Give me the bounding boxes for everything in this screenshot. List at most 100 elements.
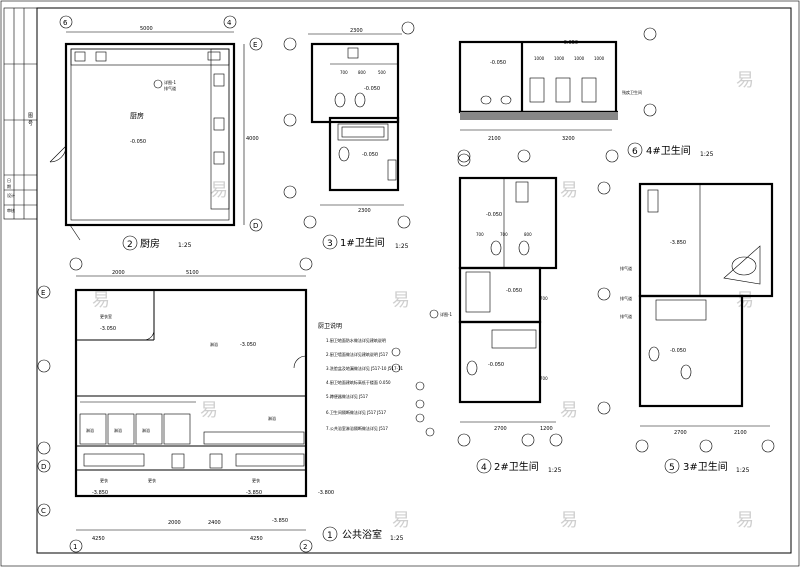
dimension-label: 800	[524, 232, 532, 237]
level-mark: -3.850	[92, 490, 108, 496]
dimension-label: 4000	[246, 136, 259, 142]
level-mark: -0.050	[486, 212, 502, 218]
dimension-label: 2000	[168, 520, 181, 526]
dimension-label: 2700	[494, 426, 507, 432]
dimension-label: 4250	[250, 536, 263, 542]
watermark: 易	[560, 400, 578, 421]
level-mark: -0.050	[562, 40, 578, 46]
level-mark: -0.050	[490, 60, 506, 66]
title-cell: 设计	[7, 192, 15, 198]
room-label: 更衣	[252, 477, 260, 483]
watermark: 易	[736, 70, 754, 91]
note-item: 4.厨卫地面建筑标高低于楼面 0.050	[326, 379, 391, 385]
plan-caption: 3#卫生间	[683, 460, 728, 473]
axis-bubble-label: D	[253, 222, 258, 230]
dimension-label: 700	[500, 232, 508, 237]
dimension-label: 1000	[594, 56, 605, 61]
bathroom-1-plan: 2300 700 800 500 -0.050 -0.050 2300 3 1#…	[283, 21, 415, 250]
dimension-label: 5000	[140, 26, 153, 32]
watermark: 易	[736, 510, 754, 531]
title-cell: 日	[7, 178, 11, 183]
room-label: 更衣室	[100, 313, 112, 319]
plan-caption-number: 4	[481, 463, 487, 473]
plan-scale: 1:25	[736, 467, 750, 474]
room-label: 淋浴	[142, 427, 150, 433]
dimension-label: 5100	[186, 270, 199, 276]
watermark: 易	[392, 510, 410, 531]
title-cell: 号	[28, 121, 33, 127]
level-mark: -0.050	[506, 288, 522, 294]
note-item: 3.洗脸盆及地漏做法详见 J517-10 J517-11	[326, 365, 404, 371]
dimension-label: 2300	[358, 208, 371, 214]
level-mark: -3.800	[318, 490, 334, 496]
watermark: 易	[560, 510, 578, 531]
title-cell: 期	[7, 183, 11, 189]
bathroom-2-plan: -0.050 700 700 800 -0.050 700 -0.050 700…	[429, 153, 563, 474]
room-label: 厨房	[130, 111, 144, 120]
dimension-label: 1000	[534, 56, 545, 61]
plan-caption-number: 6	[632, 147, 638, 157]
fixture-note: 排气道	[620, 313, 632, 319]
detail-tag: 详图-1	[164, 79, 176, 85]
fixture-note: 残疾卫生间	[622, 89, 642, 95]
dimension-label: 2300	[350, 28, 363, 34]
axis-bubble-label: 4	[227, 19, 232, 27]
watermark: 易	[560, 180, 578, 201]
fixture-note: 排气道	[620, 265, 632, 271]
watermark: 易	[92, 290, 110, 311]
axis-bubble-label: C	[41, 507, 46, 515]
room-label: 淋浴	[114, 427, 122, 433]
room-label: 更衣	[148, 477, 156, 483]
plan-scale: 1:25	[548, 467, 562, 474]
note-item: 7.公共浴室淋浴隔断做法详见 J517	[326, 425, 388, 431]
dimension-label: 4250	[92, 536, 105, 542]
room-label: 淋浴	[268, 415, 276, 421]
axis-bubble-label: 2	[303, 543, 307, 551]
plan-caption: 厨房	[140, 237, 160, 250]
watermark: 易	[200, 400, 218, 421]
level-mark: -3.850	[246, 490, 262, 496]
dimension-label: 2700	[674, 430, 687, 436]
public-bath-plan: 5100 2000 更衣室 -3.050 淋浴 -3.050 淋浴 淋浴 淋浴 …	[37, 257, 404, 553]
room-label: 淋浴	[86, 427, 94, 433]
level-mark: -0.050	[488, 362, 504, 368]
note-item: 1.厨卫地面防水做法详见建筑说明	[326, 337, 386, 343]
level-mark: -0.050	[364, 86, 380, 92]
detail-tag-sub: 排气道	[164, 85, 176, 91]
axis-bubble-label: 1	[73, 543, 77, 551]
plan-caption: 1#卫生间	[340, 236, 385, 249]
watermark: 易	[392, 290, 410, 311]
plan-caption-number: 5	[669, 463, 675, 473]
level-mark: -0.050	[130, 139, 146, 145]
axis-bubble-label: E	[253, 41, 257, 49]
plan-scale: 1:25	[395, 243, 409, 250]
locker-row	[83, 431, 305, 467]
plan-caption-number: 1	[327, 531, 333, 541]
bathroom-3-plan: -3.850 -0.050 排气道 排气道 排气道 2700 2100 5 3#…	[597, 181, 775, 474]
room-label: 更衣	[100, 477, 108, 483]
dimension-label: 1000	[554, 56, 565, 61]
detail-tag: 详图-1	[440, 311, 452, 317]
dimension-label: 2100	[488, 136, 501, 142]
watermark: 易	[736, 290, 754, 311]
dimension-label: 500	[378, 70, 386, 75]
plan-scale: 1:25	[700, 151, 714, 158]
general-notes: 厨卫说明 1.厨卫地面防水做法详见建筑说明 2.厨卫墙面做法详见建筑说明 J51…	[318, 322, 435, 437]
axis-bubble-label: E	[41, 289, 45, 297]
plan-caption-number: 2	[127, 240, 133, 250]
title-block: 图 号 日 期 设计 审核	[3, 7, 38, 220]
axis-bubble-label: D	[41, 463, 46, 471]
plan-caption: 公共浴室	[342, 528, 382, 541]
plan-caption: 2#卫生间	[494, 460, 539, 473]
dimension-label: 2400	[208, 520, 221, 526]
plan-scale: 1:25	[178, 242, 192, 249]
dimension-label: 1200	[540, 426, 553, 432]
level-mark: -3.050	[240, 342, 256, 348]
note-item: 2.厨卫墙面做法详见建筑说明 J517	[326, 351, 388, 357]
plan-scale: 1:25	[390, 535, 404, 542]
dimension-label: 700	[340, 70, 348, 75]
level-mark: -0.050	[362, 152, 378, 158]
room-label: 淋浴	[210, 341, 218, 347]
title-cell: 图	[28, 113, 33, 119]
